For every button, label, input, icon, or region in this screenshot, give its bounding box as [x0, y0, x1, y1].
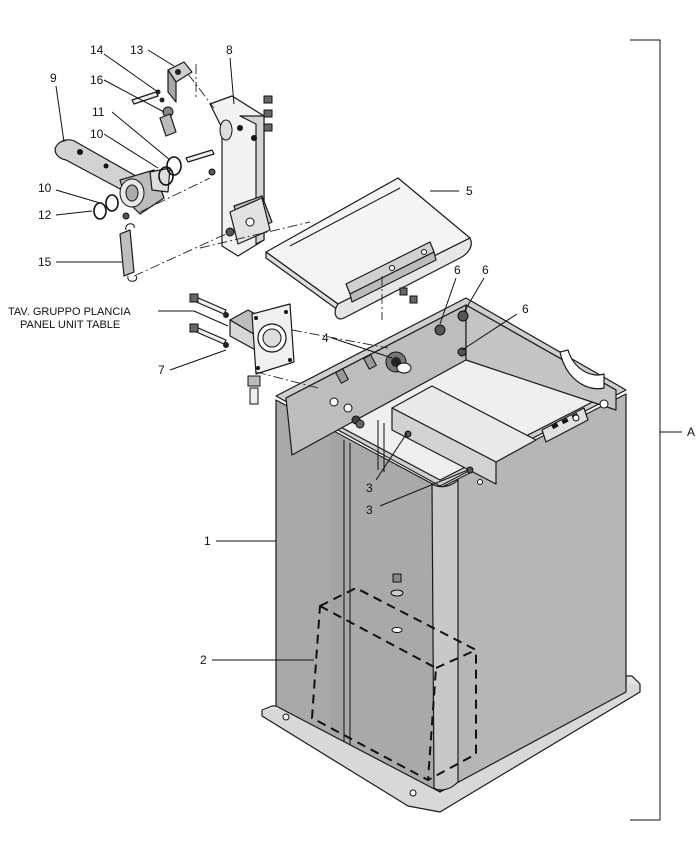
- leader-lines: [55, 49, 518, 661]
- motor-flange-unit: [189, 293, 295, 405]
- top-panel: [265, 177, 472, 320]
- label-part-7: 7: [158, 363, 165, 377]
- label-part-9: 9: [50, 71, 57, 85]
- assembly-bracket: [630, 39, 682, 821]
- label-part-1: 1: [204, 534, 211, 548]
- drain-fitting: [390, 573, 404, 633]
- label-part-6-middle: 6: [482, 263, 489, 277]
- latch-assembly: [131, 61, 193, 137]
- label-part-13: 13: [130, 43, 144, 57]
- panel-unit-table-note-it: TAV. GRUPPO PLANCIA: [8, 306, 131, 318]
- label-part-15: 15: [38, 255, 52, 269]
- panel-unit-table-note-en: PANEL UNIT TABLE: [20, 319, 120, 331]
- label-part-14: 14: [90, 43, 104, 57]
- label-part-16: 16: [90, 73, 104, 87]
- label-part-5: 5: [466, 184, 473, 198]
- cabinet-body: [275, 297, 627, 793]
- label-part-12: 12: [38, 208, 52, 222]
- label-part-6-left: 6: [454, 263, 461, 277]
- label-part-11: 11: [92, 105, 105, 119]
- part-number-labels: 1 2 3 3 4 5 6 6 6 7 8 9 10 10 11 12 13 1…: [8, 43, 695, 667]
- tension-spring: [119, 223, 138, 282]
- hinge-bracket: [185, 95, 273, 257]
- label-part-10-left: 10: [38, 181, 52, 195]
- label-part-8: 8: [226, 43, 233, 57]
- lid-arm: [54, 139, 182, 220]
- assembly-center-lines: [133, 64, 389, 389]
- hidden-component-outline: [310, 586, 477, 782]
- label-part-3-upper: 3: [366, 481, 373, 495]
- label-part-2: 2: [200, 653, 207, 667]
- label-part-4: 4: [322, 331, 329, 345]
- label-assembly-A: A: [687, 425, 695, 439]
- label-part-6-right: 6: [522, 302, 529, 316]
- label-part-3-lower: 3: [366, 503, 373, 517]
- label-part-10-top: 10: [90, 127, 104, 141]
